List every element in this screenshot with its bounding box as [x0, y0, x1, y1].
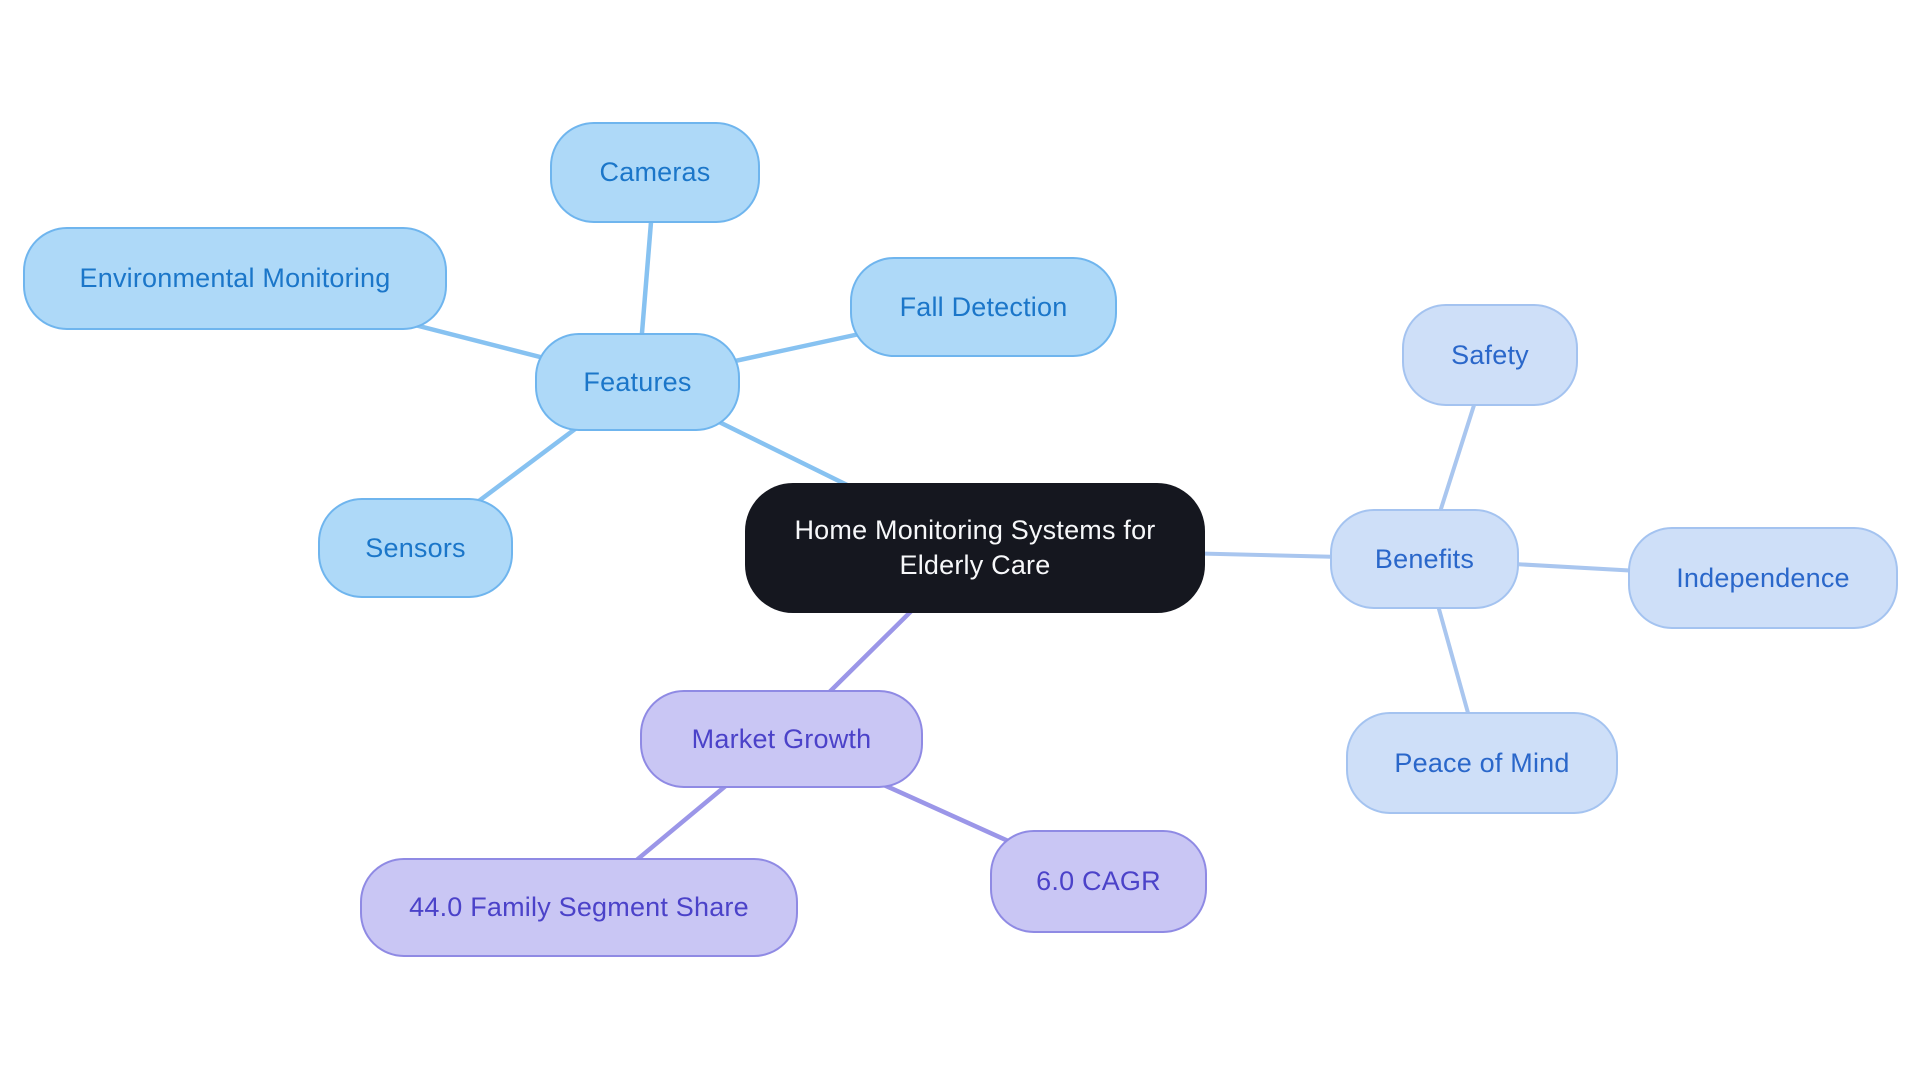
root-node[interactable]: Home Monitoring Systems for Elderly Care	[745, 483, 1205, 613]
leaf-node-sensors-label: Sensors	[365, 532, 466, 563]
leaf-node-safety[interactable]: Safety	[1402, 304, 1578, 406]
leaf-node-environmental-monitoring-label: Environmental Monitoring	[79, 263, 391, 293]
leaf-node-peace-of-mind[interactable]: Peace of Mind	[1346, 712, 1618, 814]
branch-node-benefits[interactable]: Benefits	[1330, 509, 1519, 609]
leaf-node-cameras[interactable]: Cameras	[550, 122, 760, 223]
leaf-node-cameras-label: Cameras	[599, 157, 711, 187]
root-node-label: Home Monitoring Systems for Elderly Care	[794, 514, 1156, 580]
leaf-node-family-segment-share[interactable]: 44.0 Family Segment Share	[360, 858, 798, 957]
leaf-node-independence-label: Independence	[1676, 562, 1850, 593]
leaf-node-cagr[interactable]: 6.0 CAGR	[990, 830, 1207, 933]
leaf-node-safety-label: Safety	[1451, 339, 1529, 370]
leaf-node-independence[interactable]: Independence	[1628, 527, 1898, 629]
leaf-node-fall-detection-label: Fall Detection	[899, 291, 1068, 322]
leaf-node-family-segment-share-label: 44.0 Family Segment Share	[409, 892, 749, 922]
branch-node-features[interactable]: Features	[535, 333, 740, 431]
leaf-node-peace-of-mind-label: Peace of Mind	[1394, 747, 1570, 778]
leaf-node-cagr-label: 6.0 CAGR	[1036, 866, 1161, 896]
branch-node-market-growth-label: Market Growth	[691, 723, 872, 754]
leaf-node-environmental-monitoring[interactable]: Environmental Monitoring	[23, 227, 447, 330]
leaf-node-sensors[interactable]: Sensors	[318, 498, 513, 598]
leaf-node-fall-detection[interactable]: Fall Detection	[850, 257, 1117, 357]
branch-node-features-label: Features	[583, 366, 692, 397]
branch-node-market-growth[interactable]: Market Growth	[640, 690, 923, 788]
branch-node-benefits-label: Benefits	[1374, 543, 1475, 574]
